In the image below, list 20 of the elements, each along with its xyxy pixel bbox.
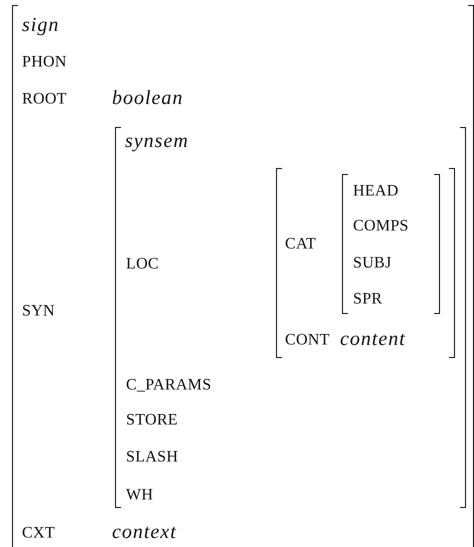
feature-label: ROOT: [22, 89, 67, 109]
feature-label: CXT: [22, 523, 55, 543]
feature-label: SPR: [353, 289, 382, 309]
feature-label: CONT: [285, 330, 330, 350]
type-label: context: [112, 520, 177, 544]
feature-label: HEAD: [353, 181, 399, 201]
feature-label: COMPS: [353, 216, 409, 236]
type-label: content: [340, 327, 406, 351]
feature-label: STORE: [126, 410, 178, 430]
feature-label: SUBJ: [353, 253, 392, 273]
feature-label: WH: [126, 485, 154, 505]
type-label: boolean: [112, 86, 184, 110]
feature-label: LOC: [126, 254, 159, 274]
feature-label: SYN: [22, 301, 55, 321]
feature-label: C_PARAMS: [126, 375, 212, 395]
feature-label: CAT: [285, 234, 316, 254]
type-label: synsem: [125, 129, 189, 153]
feature-label: SLASH: [126, 447, 178, 467]
type-label: sign: [22, 13, 60, 37]
feature-label: PHON: [22, 52, 67, 72]
